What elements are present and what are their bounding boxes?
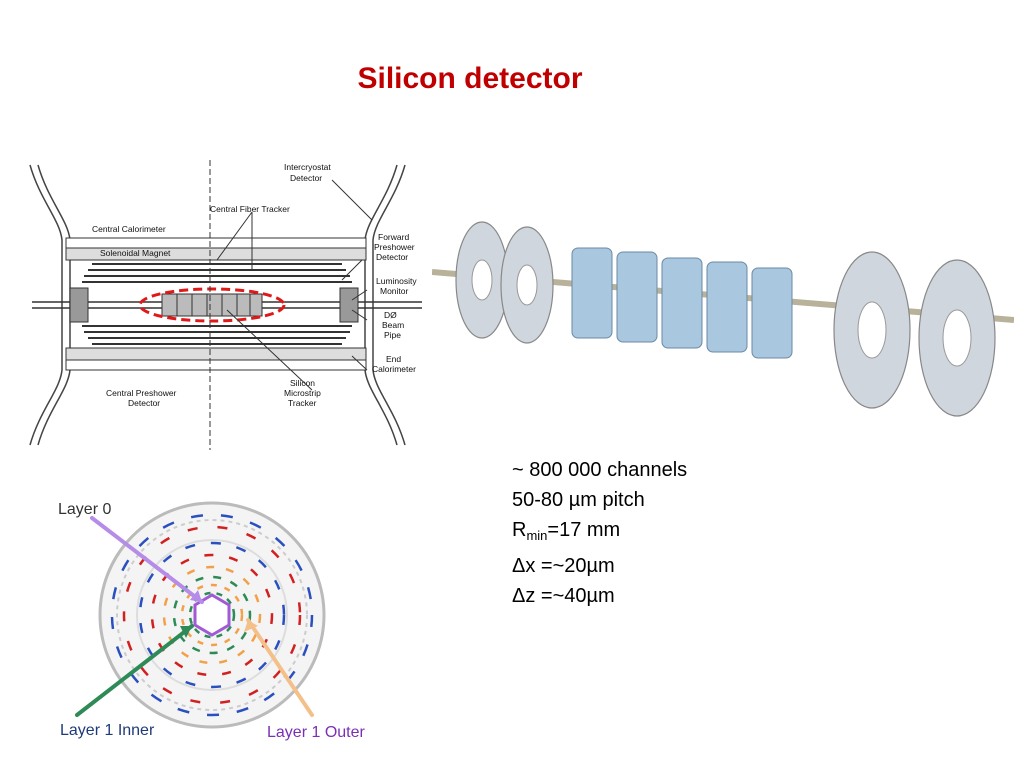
label-central-preshower-1: Central Preshower	[106, 388, 177, 398]
label-layer1-outer: Layer 1 Outer	[267, 724, 366, 741]
label-forward-2: Preshower	[374, 242, 415, 252]
label-intercryostat-1: Intercryostat	[284, 162, 331, 172]
label-lumi-1: Luminosity	[376, 276, 417, 286]
label-central-fiber-tracker: Central Fiber Tracker	[210, 204, 290, 214]
svg-text:Intercryostat: Intercryostat	[284, 162, 331, 172]
spec-rmin: Rmin=17 mm	[512, 519, 621, 543]
svg-text:Detector: Detector	[290, 173, 322, 183]
spec-dx: Δx =~20µm	[512, 555, 615, 577]
label-central-calorimeter: Central Calorimeter	[92, 224, 166, 234]
label-central-preshower-2: Detector	[128, 398, 160, 408]
label-intercryostat-2: Detector	[290, 173, 322, 183]
label-beam-1: DØ	[384, 310, 397, 320]
detector-cross-section-diagram: Intercryostat Detector Central Calorimet…	[29, 160, 422, 450]
page-title: Silicon detector	[357, 62, 583, 95]
label-forward-3: Detector	[376, 252, 408, 262]
label-beam-2: Beam	[382, 320, 404, 330]
specs-list: ~ 800 000 channels 50-80 µm pitch Rmin=1…	[512, 455, 687, 611]
label-layer0: Layer 0	[58, 501, 111, 518]
layer0-hexagon	[193, 593, 231, 637]
label-silicon-3: Tracker	[288, 398, 317, 408]
label-end-2: Calorimeter	[372, 364, 416, 374]
spec-channels: ~ 800 000 channels	[512, 459, 688, 481]
spec-dz: Δz =~40µm	[512, 585, 615, 607]
label-silicon-1: Silicon	[290, 378, 315, 388]
label-solenoidal-magnet: Solenoidal Magnet	[100, 248, 171, 258]
label-layer1-inner: Layer 1 Inner	[60, 722, 155, 739]
label-lumi-2: Monitor	[380, 286, 409, 296]
layer-cross-section-diagram: Layer 0 Layer 1 Inner Layer 1 Outer	[58, 501, 366, 741]
label-silicon-2: Microstrip	[284, 388, 321, 398]
label-end-1: End	[386, 354, 401, 364]
silicon-tracker-highlight	[138, 287, 286, 323]
label-beam-3: Pipe	[384, 330, 401, 340]
silicon-tracker-3d-illustration	[432, 221, 1014, 417]
spec-pitch: 50-80 µm pitch	[512, 489, 645, 511]
label-forward-1: Forward	[378, 232, 409, 242]
